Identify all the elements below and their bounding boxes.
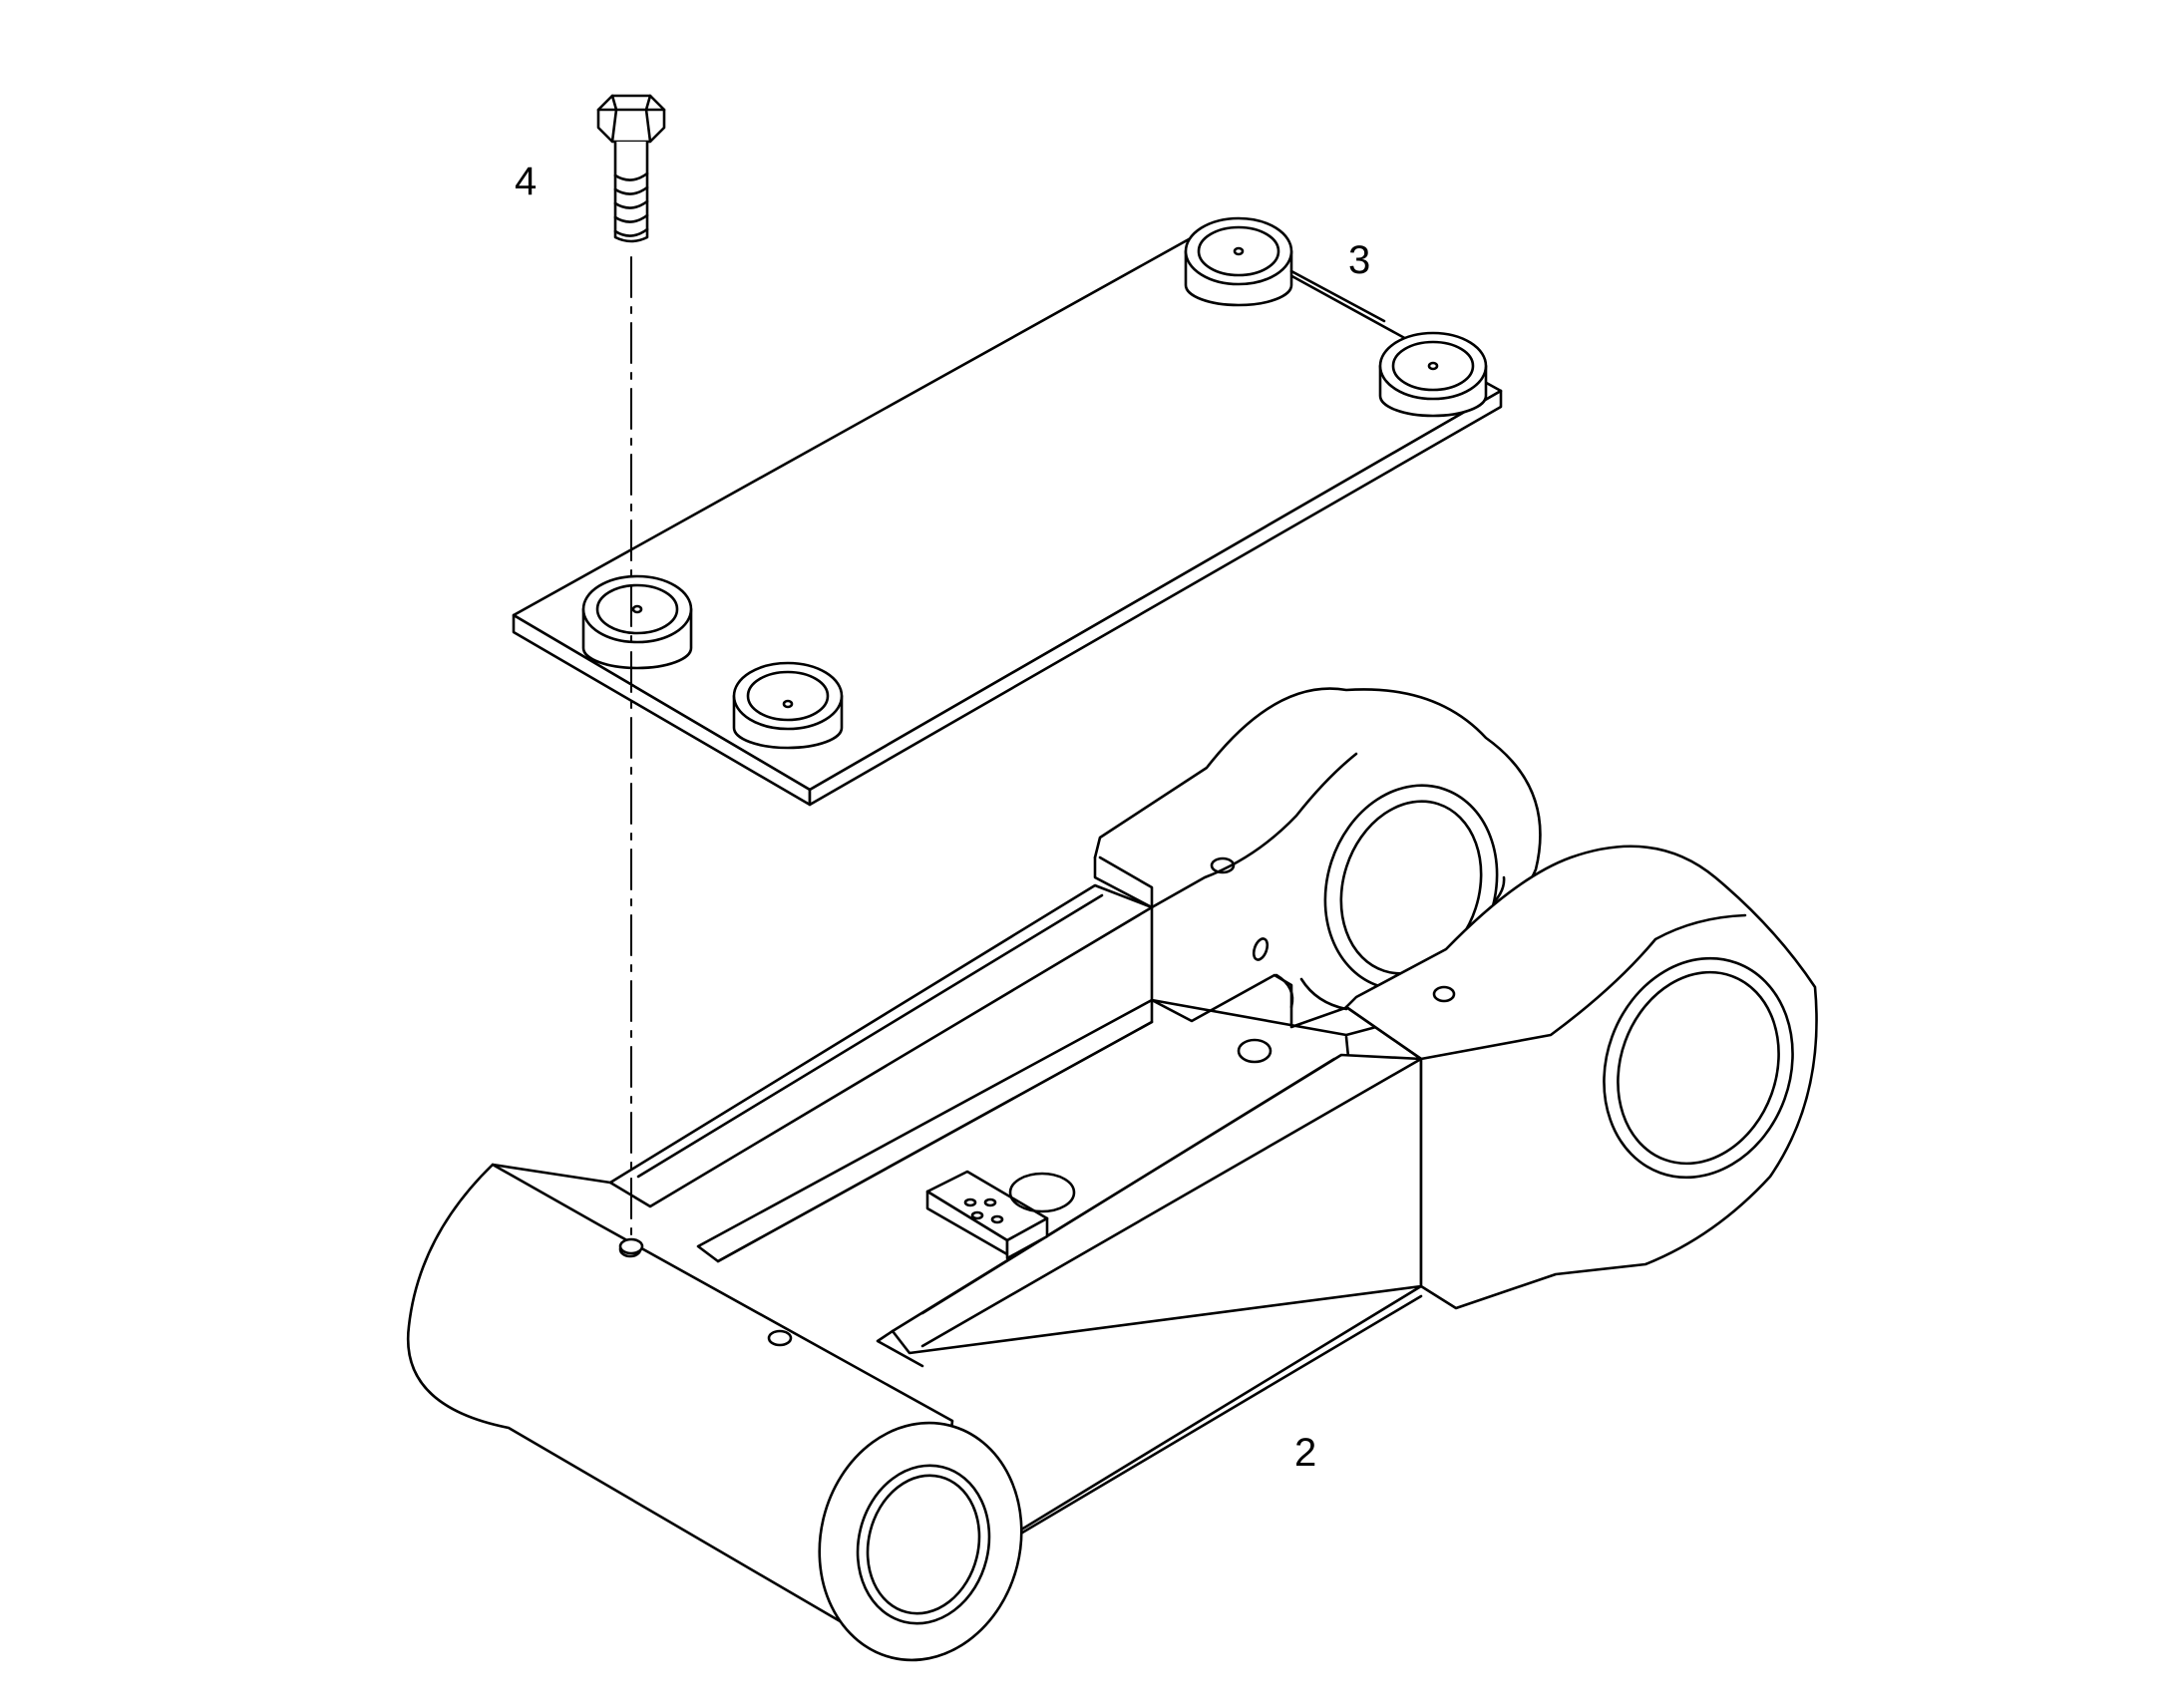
bushing-left bbox=[581, 574, 693, 670]
bolt-hole bbox=[618, 1237, 644, 1255]
frame-bars bbox=[608, 883, 1423, 1564]
front-left-cylinder bbox=[406, 1163, 1023, 1662]
cover-plate bbox=[512, 216, 1503, 807]
bushing-front bbox=[732, 661, 844, 750]
rear-upper-boss bbox=[1093, 687, 1542, 1029]
leader-line-3 bbox=[1289, 269, 1386, 323]
callout-2: 2 bbox=[1294, 1431, 1317, 1475]
callout-4: 4 bbox=[515, 160, 538, 203]
bushing-right bbox=[1378, 331, 1488, 418]
bracket-block bbox=[925, 1170, 1076, 1260]
bolt bbox=[596, 94, 666, 243]
front-right-boss bbox=[1344, 845, 1818, 1310]
link-assembly bbox=[406, 687, 1818, 1662]
bushing-rear bbox=[1184, 216, 1293, 307]
callout-3: 3 bbox=[1348, 238, 1371, 282]
